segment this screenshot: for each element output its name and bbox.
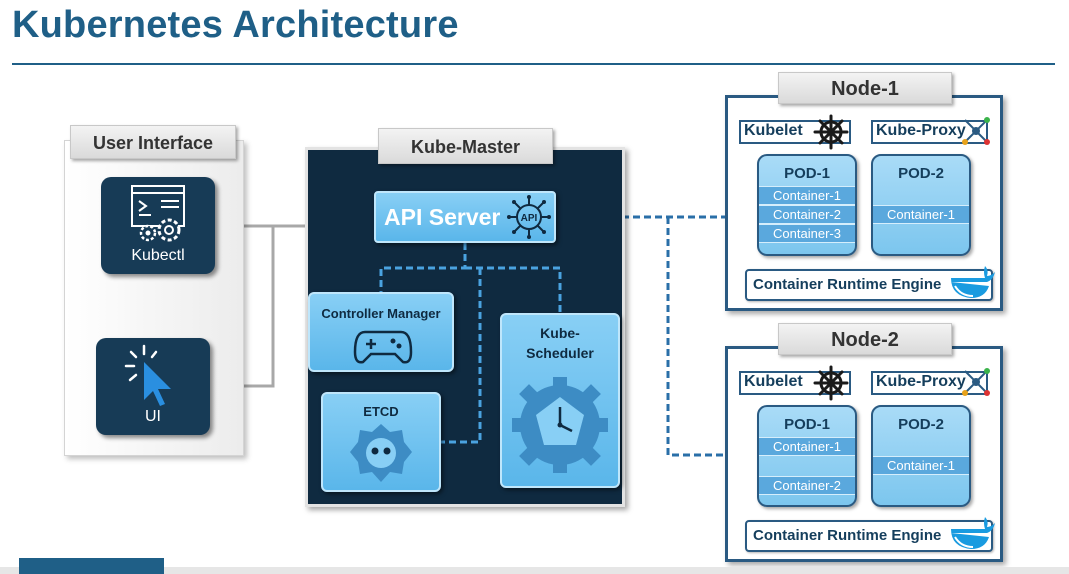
docker-whale-icon: [951, 266, 995, 298]
connector-api-scheduler: [465, 266, 562, 313]
gamepad-icon: [353, 330, 413, 364]
ui-card[interactable]: UI: [96, 338, 210, 435]
runtime-label: Container Runtime Engine: [753, 276, 942, 293]
node-1-label: Node-1: [778, 72, 952, 104]
api-icon-text: API: [521, 213, 538, 224]
container-item: Container-1: [873, 456, 969, 475]
node-1-pod-1[interactable]: POD-1 Container-1 Container-2 Container-…: [757, 154, 857, 256]
node-1-pod-2[interactable]: POD-2 Container-1: [871, 154, 971, 256]
node-2-kubelet[interactable]: Kubelet: [739, 365, 851, 401]
node-2-pod-2[interactable]: POD-2 Container-1: [871, 405, 971, 507]
container-item: Container-1: [873, 205, 969, 224]
etcd-icon: [350, 424, 412, 482]
pod-title: POD-1: [784, 165, 830, 182]
etcd-box[interactable]: ETCD: [321, 392, 441, 492]
network-proxy-icon: [962, 117, 990, 145]
container-item: Container-3: [759, 224, 855, 243]
connector-api-controller: [379, 243, 467, 292]
kube-scheduler-label-line2: Scheduler: [526, 345, 594, 361]
controller-manager-label: Controller Manager: [321, 306, 441, 321]
container-item: Container-2: [759, 205, 855, 224]
kube-proxy-label: Kube-Proxy: [876, 122, 966, 139]
user-interface-label: User Interface: [70, 125, 236, 159]
pod-title: POD-2: [898, 416, 944, 433]
title-rule: [12, 63, 1055, 65]
api-server-label: API Server: [384, 204, 501, 230]
pod-title: POD-2: [898, 165, 944, 182]
node-2-kube-proxy[interactable]: Kube-Proxy: [871, 368, 990, 396]
kubelet-label: Kubelet: [744, 373, 803, 390]
node-1-kube-proxy[interactable]: Kube-Proxy: [871, 117, 990, 145]
controller-manager-box[interactable]: Controller Manager: [308, 292, 454, 372]
ui-label: UI: [145, 408, 161, 425]
container-item: Container-1: [759, 186, 855, 205]
kube-scheduler-label-line1: Kube-: [540, 325, 580, 341]
kube-proxy-label: Kube-Proxy: [876, 373, 966, 390]
kube-master-label: Kube-Master: [378, 128, 553, 164]
footer-accent: [19, 558, 164, 574]
kubectl-label: Kubectl: [131, 247, 185, 264]
api-server-box[interactable]: API Server API: [374, 191, 556, 243]
node-1-kubelet[interactable]: Kubelet: [739, 114, 851, 150]
node-2-pod-1[interactable]: POD-1 Container-1 Container-2: [757, 405, 857, 507]
pod-title: POD-1: [784, 416, 830, 433]
helm-wheel-icon: [813, 365, 849, 401]
node-2-label: Node-2: [778, 323, 952, 355]
helm-wheel-icon: [813, 114, 849, 150]
cursor-click-icon: [124, 344, 171, 406]
container-item: Container-1: [759, 437, 855, 456]
docker-whale-icon: [951, 517, 995, 549]
api-icon: API: [507, 195, 551, 239]
scheduler-clock-gear-icon: [512, 377, 608, 473]
runtime-label: Container Runtime Engine: [753, 527, 942, 544]
footer-bar: [0, 567, 1069, 574]
node-2-container-runtime[interactable]: Container Runtime Engine: [745, 517, 995, 552]
connector-api-etcd: [441, 268, 482, 444]
kubectl-card[interactable]: Kubectl: [101, 177, 215, 274]
network-proxy-icon: [962, 368, 990, 396]
node-1-container-runtime[interactable]: Container Runtime Engine: [745, 266, 995, 301]
page-title: Kubernetes Architecture: [12, 4, 459, 46]
container-item: Container-2: [759, 476, 855, 495]
etcd-label: ETCD: [363, 404, 399, 419]
kube-scheduler-box[interactable]: Kube- Scheduler: [500, 313, 620, 488]
terminal-gears-icon: [131, 185, 185, 242]
kubelet-label: Kubelet: [744, 122, 803, 139]
